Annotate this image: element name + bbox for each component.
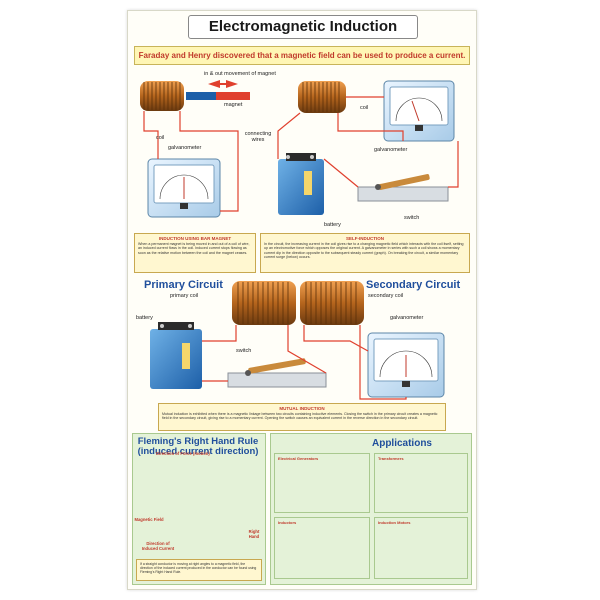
label-galvanometer-right: galvanometer <box>374 147 408 153</box>
infobox-self-induction-body: In the circuit, the increasing current i… <box>264 242 464 260</box>
switch-middle <box>227 358 327 388</box>
poster-title: Electromagnetic Induction <box>188 15 418 39</box>
fleming-label-current: Direction of Induced Current <box>141 541 175 551</box>
coil-right <box>298 81 346 113</box>
galvanometer-top-left <box>147 158 221 218</box>
applications-title: Applications <box>371 438 432 449</box>
primary-coil <box>232 281 296 325</box>
label-switch-top: switch <box>404 215 420 221</box>
secondary-coil <box>300 281 364 325</box>
app-label-inductors: Inductors <box>278 520 297 525</box>
galvanometer-middle <box>367 332 445 398</box>
secondary-circuit-title: Secondary Circuit <box>366 279 461 291</box>
infobox-bar-magnet-body: When a permanent magnet is being moved i… <box>138 242 250 255</box>
label-primary-coil: primary coil <box>170 293 199 299</box>
infobox-mutual-induction-heading: MUTUAL INDUCTION <box>279 406 325 411</box>
label-battery-middle: battery <box>136 315 153 321</box>
app-card-generators: Electrical Generators <box>274 453 370 513</box>
primary-circuit-title: Primary Circuit <box>144 279 223 291</box>
label-connecting-wires: connecting wires <box>244 131 272 143</box>
galvanometer-top-right <box>383 80 455 142</box>
label-galvanometer-left: galvanometer <box>168 145 202 151</box>
label-galvanometer-middle: galvanometer <box>390 315 424 321</box>
fleming-title: Fleming's Right Hand Rule (induced curre… <box>137 436 259 457</box>
fleming-description-text: If a straight conductor is moving at rig… <box>140 562 257 575</box>
movement-arrow <box>208 80 238 88</box>
coil-left <box>140 81 184 111</box>
fleming-label-field: Magnetic Field <box>134 517 164 522</box>
label-switch-middle: switch <box>236 348 252 354</box>
infobox-bar-magnet-heading: INDUCTION USING BAR MAGNET <box>158 236 232 241</box>
applications-panel <box>270 433 472 585</box>
battery-top <box>278 153 324 215</box>
switch-top <box>357 174 449 202</box>
label-coil-left: coil <box>156 135 165 141</box>
fleming-label-hand: Right Hand <box>248 529 260 539</box>
poster: Electromagnetic Induction Faraday and He… <box>127 10 477 590</box>
app-label-motors: Induction Motors <box>378 520 411 525</box>
infobox-mutual-induction-body: Mutual induction is exhibited when there… <box>162 412 438 421</box>
app-card-motors: Induction Motors <box>374 517 468 579</box>
battery-middle <box>150 322 202 389</box>
label-coil-right: coil <box>360 105 369 111</box>
label-secondary-coil: secondary coil <box>368 293 404 299</box>
label-movement: in & out movement of magnet <box>204 71 276 77</box>
intro-banner: Faraday and Henry discovered that a magn… <box>134 46 470 65</box>
infobox-self-induction-heading: SELF-INDUCTION <box>346 236 384 241</box>
fleming-label-force: Direction of Force (motion) <box>156 451 210 456</box>
fleming-description: If a straight conductor is moving at rig… <box>136 559 262 581</box>
label-battery-top: battery <box>324 222 341 228</box>
wires-middle <box>202 325 407 400</box>
app-label-generators: Electrical Generators <box>278 456 319 461</box>
infobox-mutual-induction: MUTUAL INDUCTION Mutual induction is exh… <box>158 403 446 431</box>
app-card-inductors: Inductors <box>274 517 370 579</box>
wires-top <box>143 96 459 212</box>
app-label-transformers: Transformers <box>378 456 404 461</box>
app-card-transformers: Transformers <box>374 453 468 513</box>
label-magnet: magnet <box>224 102 243 108</box>
bar-magnet <box>186 92 250 100</box>
infobox-self-induction: SELF-INDUCTION In the circuit, the incre… <box>260 233 470 273</box>
infobox-bar-magnet: INDUCTION USING BAR MAGNET When a perman… <box>134 233 256 273</box>
